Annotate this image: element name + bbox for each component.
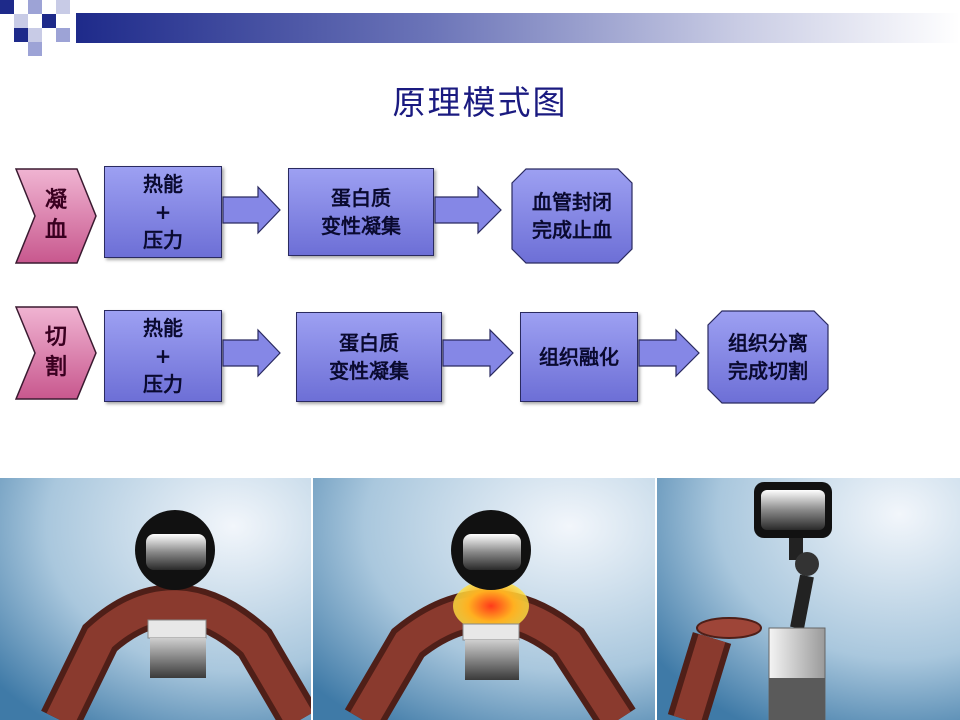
arrow-right-icon [434,185,502,235]
arrow-right-icon [638,328,700,378]
step-tissue-melting: 组织融化 [520,312,638,402]
vessel-cut-separated-illustration [657,478,960,720]
step-heat-pressure: 热能 + 压力 [104,310,222,402]
result-vessel-sealed: 血管封闭 完成止血 [510,168,634,264]
jaw-heating-vessel-illustration [313,478,655,720]
page-title: 原理模式图 [392,83,568,122]
row-label-coagulation: 凝 血 [15,168,97,264]
step-protein-denaturation: 蛋白质 变性凝集 [296,312,442,402]
arrow-right-icon [222,328,281,378]
step-heat-pressure: 热能 + 压力 [104,166,222,258]
jaw-compressing-vessel-illustration [0,478,311,720]
row-label-cutting: 切 割 [15,306,97,400]
arrow-right-icon [442,328,514,378]
result-tissue-separated: 组织分离 完成切割 [706,310,830,404]
step-protein-denaturation: 蛋白质 变性凝集 [288,168,434,256]
arrow-right-icon [222,185,281,235]
